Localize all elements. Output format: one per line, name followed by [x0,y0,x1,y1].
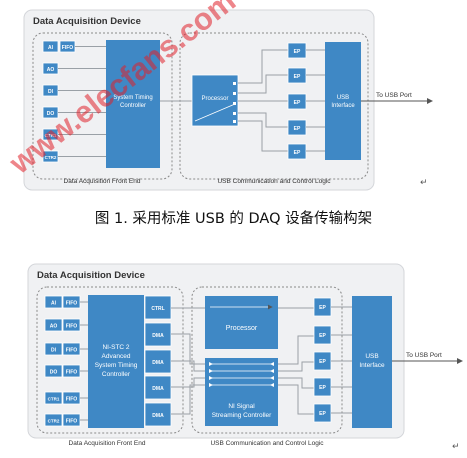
diagram2-input-ctr2 [44,413,63,427]
diagram1-processor-ep-lines [238,49,288,152]
diagram1-title: Data Acquisition Device [33,16,141,27]
diagram-2: Data Acquisition Device AI FIFO AO FIFO … [27,263,463,447]
figure-caption: 图 1. 采用标准 USB 的 DAQ 设备传输构架 [94,211,373,227]
diagram2-dma-lines [171,333,205,415]
diagram1-inputs: AI FIFO AO DI DO CTR1 CTR2 [42,40,76,163]
diagram2-input-ctr1 [44,391,63,405]
diagram2-ep-boxes: EP EP EP EP EP [313,297,332,423]
diagram2-streaming-arrows [209,363,274,386]
diagram2-usb-interface-line-1: USB [365,353,378,360]
diagram2-channel-dma-3-label: DMA [152,386,164,392]
diagram1-comm-label: USB Communication and Control Logic [217,178,331,185]
diagram1-input-ai-label: AI [48,45,54,51]
diagram2-processor-label: Processor [226,325,258,332]
diagram2-input-ai-fifo-label: FIFO [66,301,77,307]
diagram2-channel-ctrl-label: CTRL [151,306,164,312]
diagram1-front-end-region [32,32,173,180]
diagram1-system-timing-controller [106,40,160,168]
diagram1-input-ctr1-label: CTR1 [45,133,57,138]
diagram2-input-di-label: DI [51,348,57,354]
diagram1-ep-5-label: EP [294,150,301,156]
diagram1-input-ctr2-label: CTR2 [45,155,57,160]
diagram2-comm-region [191,286,343,434]
diagram2-streaming-ep-lines [278,335,314,415]
diagram2-usb-port-label: To USB Port [406,352,442,359]
diagram1-input-ai [42,40,59,53]
diagram2-input-do-fifo-label: FIFO [66,370,77,376]
diagram2-input-do [44,364,63,378]
diagram1-ep-3-label: EP [294,100,301,106]
diagram2-streaming-line-1: NI Signal [228,403,255,410]
diagram2-front-end-region [36,286,184,434]
diagram2-streaming-controller [205,358,278,426]
diagram2-input-ao [44,318,63,332]
diagram2-input-do-label: DO [50,370,58,376]
diagram2-input-lines [80,301,88,421]
diagram2-ep-1-label: EP [319,305,326,311]
diagram-1: Data Acquisition Device AI FIFO AO DI DO… [23,9,433,191]
diagram1-ep-2-label: EP [294,74,301,80]
diagram2-input-ctr2-fifo-label: FIFO [66,419,77,425]
diagram2-channel-dma-1-label: DMA [152,333,164,339]
diagram2-input-ao-label: AO [50,324,58,330]
diagram2-usb-interface-line-2: Interface [359,362,385,369]
diagram1-input-di-label: DI [48,89,54,95]
diagram1-input-ao-label: AO [47,67,55,73]
diagram2-ep-5-label: EP [319,411,326,417]
diagram2-inputs: AI FIFO AO FIFO DI FIFO DO FIFO CTR1 FIF… [44,295,81,427]
diagram2-input-ctr2-label: CTR2 [48,419,60,424]
diagram2-ep-3-label: EP [319,359,326,365]
diagram1-controller-line-1: System Timing [113,95,152,101]
paragraph-mark-1: ↵ [420,178,428,188]
diagram2-controller-line-3: System Timing [95,362,138,369]
diagram2-processor [205,296,278,349]
diagram2-controller-line-4: Controller [102,371,131,378]
diagram2-ep-usb-lines [331,306,352,414]
diagram1-processor-label: Processor [201,96,228,102]
diagram2-front-end-label: Data Acquisition Front End [69,440,146,447]
diagram1-usb-interface [325,42,361,160]
diagram2-comm-label: USB Communication and Control Logic [210,440,324,447]
diagram2-usb-interface [352,296,392,428]
diagram2-streaming-line-2: Streaming Controller [212,412,272,419]
diagram2-ep-2-label: EP [319,333,326,339]
diagram2-input-di [44,342,63,356]
diagram1-ep-1-label: EP [294,49,301,55]
diagram2-channel-dma-4-label: DMA [152,413,164,419]
diagram1-usb-port-label: To USB Port [376,92,412,99]
diagram1-processor-diagonal [194,103,236,122]
diagram2-controller-line-1: NI-STC 2 [102,344,129,351]
diagram1-processor-ports [233,82,236,123]
diagram1-processor [191,74,239,127]
diagram1-ep-4-label: EP [294,126,301,132]
diagram2-ep-4-label: EP [319,385,326,391]
diagram2-streaming-arrowheads [209,362,274,387]
diagram1-ep-usb-lines [306,49,325,152]
diagram2-controller-line-2: Advanced [102,353,131,360]
diagram1-usb-interface-line-2: Interface [331,103,355,109]
diagram2-input-di-fifo-label: FIFO [66,348,77,354]
diagram2-input-ctr1-label: CTR1 [48,397,60,402]
diagram1-front-end-label: Data Acquisition Front End [64,178,141,185]
diagram1-input-do-label: DO [47,111,55,117]
diagram2-input-ai-label: AI [51,301,57,307]
diagram2-nistc2-controller [88,295,144,428]
diagram1-input-lines [58,46,106,157]
diagram2-channel-column: CTRL DMA DMA DMA DMA [144,295,172,427]
diagram1-comm-region [179,32,369,180]
paragraph-mark-2: ↵ [452,442,460,452]
diagram2-input-ao-fifo-label: FIFO [66,324,77,330]
diagram1-usb-interface-line-1: USB [337,95,349,101]
diagram1-controller-line-2: Controller [120,103,146,109]
diagram2-title: Data Acquisition Device [37,270,145,281]
diagram2-input-ctr1-fifo-label: FIFO [66,397,77,403]
diagram2-input-ai [44,295,63,309]
diagram2-channel-dma-2-label: DMA [152,360,164,366]
diagram1-fifo-label: FIFO [62,45,73,51]
